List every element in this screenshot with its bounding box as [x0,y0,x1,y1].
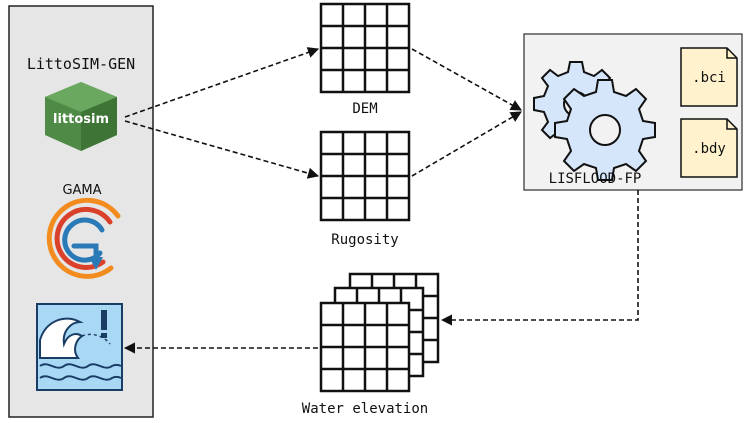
flood-warning-icon [36,303,123,391]
bdy-file-label: .bdy [692,141,726,157]
gama-label: GAMA [62,183,101,198]
bci-file-icon: .bci [680,47,738,107]
water-elevation-stack-icon [319,272,440,393]
arrow-littosim-to-rugosity [124,120,320,179]
littosim-logo-text: littosim [53,112,109,127]
bci-file-label: .bci [692,70,726,86]
littosim-logo-icon: littosim [45,82,117,151]
rugosity-grid-icon [319,130,411,222]
panel-title: LittoSIM-GEN [27,55,135,73]
rugosity-label: Rugosity [331,232,398,248]
arrow-littosim-to-dem [124,47,320,118]
arrow-dem-to-lisflood [411,48,522,111]
littosim-panel: LittoSIM-GEN littosim GAMA [8,5,154,418]
water-elevation-label: Water elevation [302,401,428,417]
lisflood-label: LISFLOOD-FP [549,171,642,187]
dem-label: DEM [352,101,377,117]
dem-grid-icon [319,2,411,94]
gear-icon [554,79,656,181]
grid-front [319,301,411,393]
arrow-lisflood-to-water-elevation [440,190,639,326]
arrow-rugosity-to-lisflood [411,111,522,177]
gama-logo-icon [46,197,121,279]
lisflood-box: .bci .bdy LISFLOOD-FP [523,33,743,191]
bdy-file-icon: .bdy [680,118,738,178]
